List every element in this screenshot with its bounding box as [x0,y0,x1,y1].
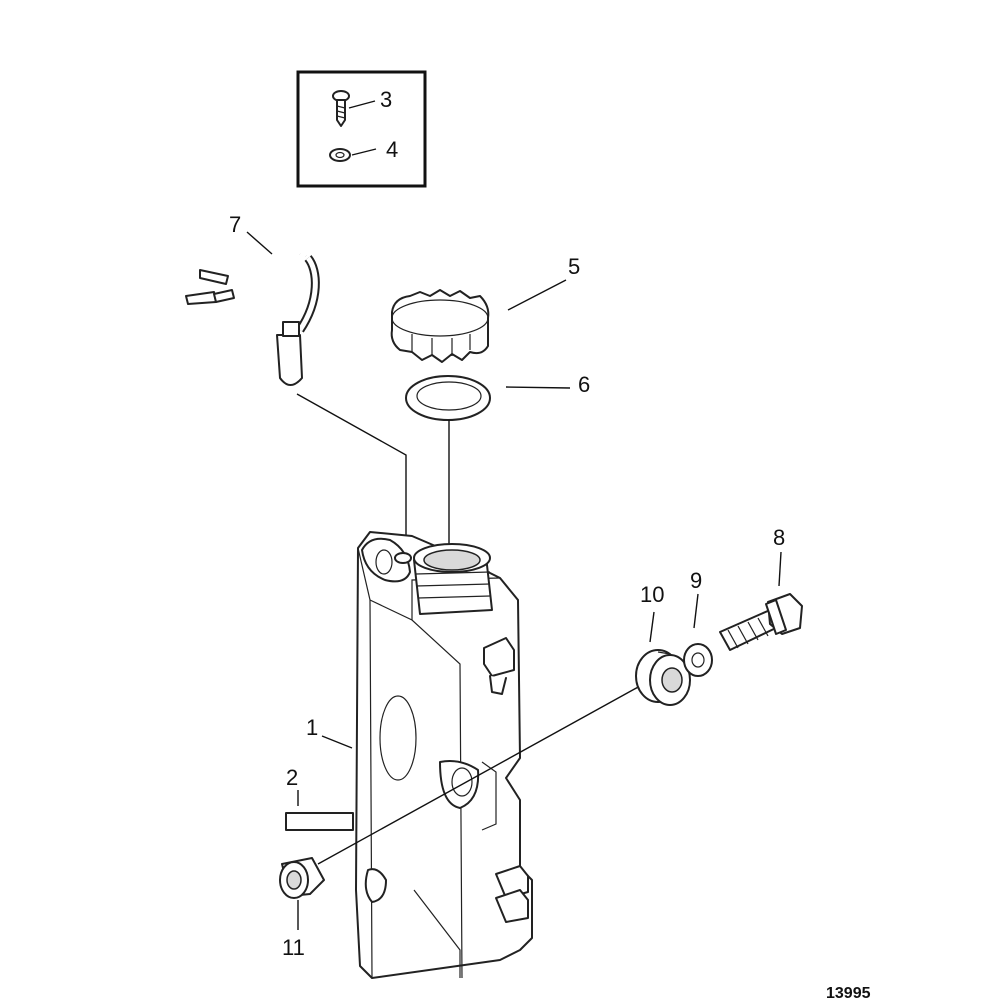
callout-1: 1 [306,715,318,740]
callout-10: 10 [640,582,664,607]
decal-part-2 [285,812,354,831]
washer-part-4 [329,148,351,162]
screw-part-3 [332,90,350,127]
callout-5: 5 [568,254,580,279]
figure-number: 13995 [826,985,871,1000]
o-ring-part-6 [405,375,491,421]
callout-8: 8 [773,525,785,550]
callout-6: 6 [578,372,590,397]
sensor-harness-part-7 [185,245,320,386]
bushing-part-11 [279,857,325,899]
callout-9: 9 [690,568,702,593]
hardware-inset-box [296,70,427,188]
callout-11: 11 [282,935,305,960]
bolt-part-8 [719,593,803,651]
callout-4: 4 [386,137,398,162]
grommet-part-10 [635,649,691,706]
callout-3: 3 [380,87,392,112]
oil-tank-part-1 [355,531,533,979]
filler-cap-part-5 [390,289,490,363]
callout-2: 2 [286,765,298,790]
washer-part-9 [683,643,713,677]
callout-7: 7 [229,212,241,237]
